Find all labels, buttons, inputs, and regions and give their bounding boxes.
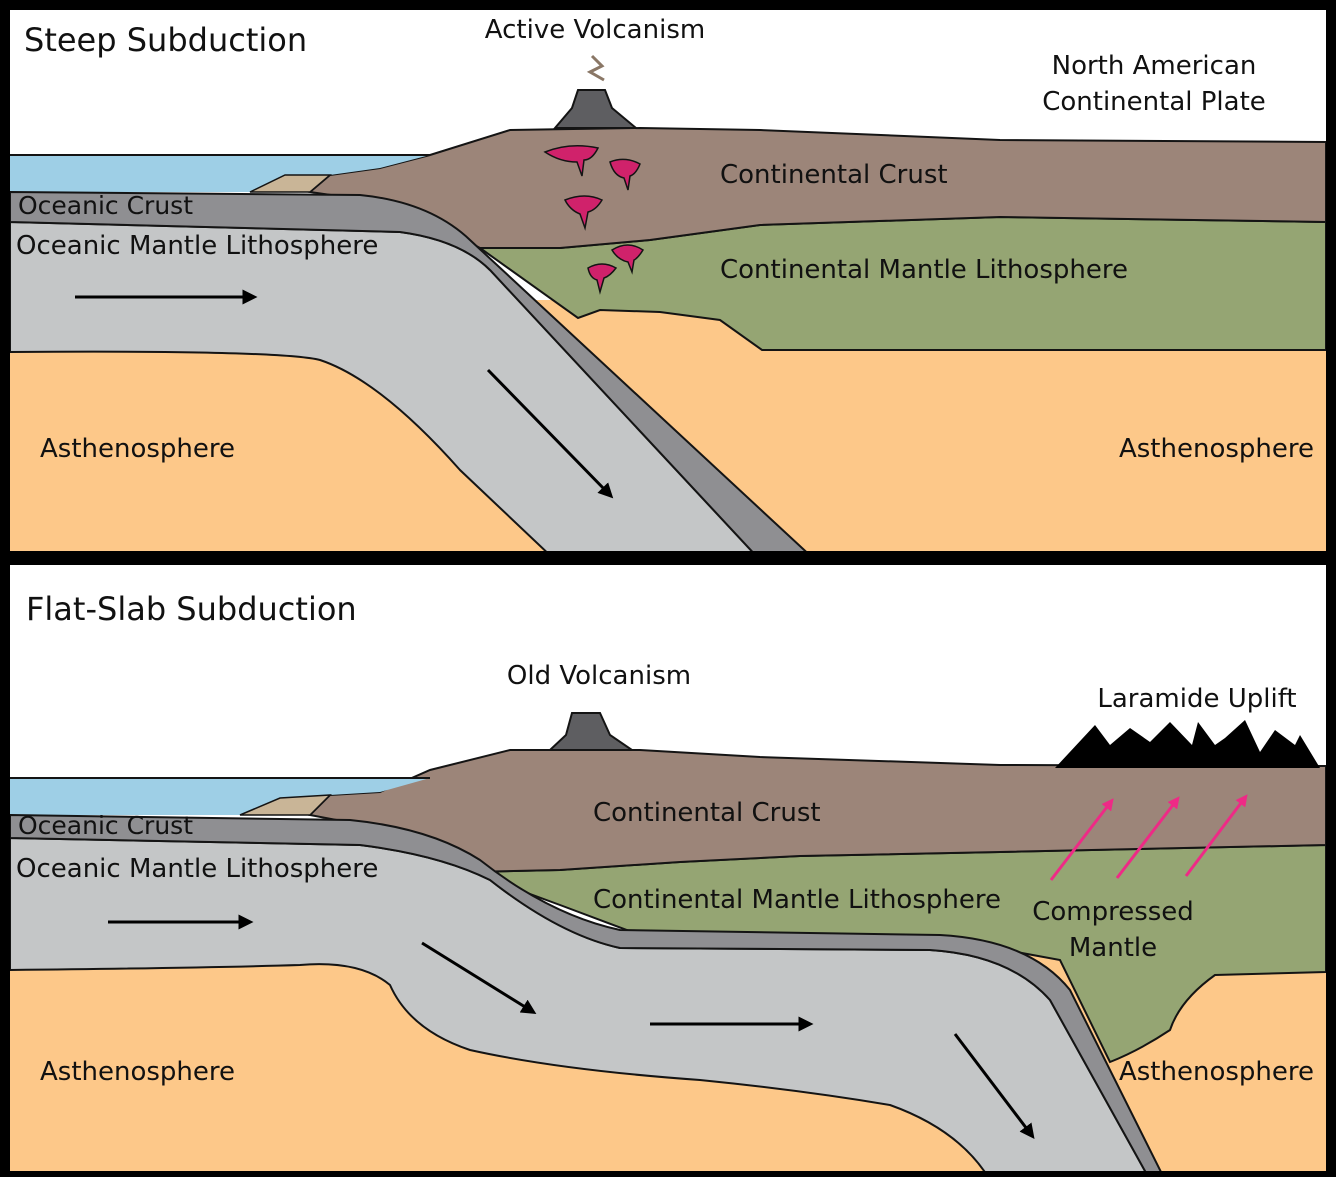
label-continental-crust-bottom: Continental Crust bbox=[593, 798, 821, 828]
label-laramide-uplift: Laramide Uplift bbox=[1097, 684, 1296, 714]
label-active-volcanism: Active Volcanism bbox=[485, 15, 705, 45]
magma-blob-icon bbox=[609, 158, 641, 191]
label-continental-mantle-bottom: Continental Mantle Lithosphere bbox=[593, 885, 1001, 915]
zigzag-eruption-icon bbox=[586, 54, 605, 82]
ocean-bottom bbox=[10, 778, 430, 815]
label-oceanic-mantle-top: Oceanic Mantle Lithosphere bbox=[16, 231, 378, 261]
compression-arrow-icon bbox=[1049, 798, 1114, 881]
label-oceanic-crust-top: Oceanic Crust bbox=[18, 191, 193, 220]
arrow-down-right-icon bbox=[953, 1033, 1035, 1139]
label-oceanic-mantle-bottom: Oceanic Mantle Lithosphere bbox=[16, 854, 378, 884]
label-plate-line2: Continental Plate bbox=[1042, 87, 1266, 117]
label-oceanic-crust-bottom: Oceanic Crust bbox=[18, 811, 193, 840]
compression-arrow-icon bbox=[1184, 794, 1248, 877]
compression-arrow-icon bbox=[1115, 796, 1180, 879]
magma-blob-icon bbox=[543, 145, 600, 177]
magma-blob-icon bbox=[610, 244, 645, 275]
label-asthenosphere-top-right: Asthenosphere bbox=[1119, 434, 1314, 464]
magma-blob-icon bbox=[587, 263, 618, 295]
label-asthenosphere-bottom-right: Asthenosphere bbox=[1119, 1057, 1314, 1087]
arrow-down-right-icon bbox=[486, 368, 614, 499]
magma-blob-icon bbox=[563, 195, 604, 231]
label-asthenosphere-bottom-left: Asthenosphere bbox=[40, 1057, 235, 1087]
shelf-bottom bbox=[239, 794, 332, 816]
label-continental-mantle-top: Continental Mantle Lithosphere bbox=[720, 255, 1128, 285]
label-old-volcanism: Old Volcanism bbox=[507, 661, 691, 691]
label-plate-line1: North American bbox=[1052, 51, 1257, 81]
oceanic-crust-bottom bbox=[10, 813, 1162, 1171]
label-compressed-line2: Mantle bbox=[1069, 933, 1157, 963]
label-compressed-line1: Compressed bbox=[1032, 897, 1194, 927]
magma-group bbox=[543, 145, 645, 295]
panel-title-flat-slab: Flat-Slab Subduction bbox=[26, 590, 357, 628]
arrow-down-right-icon bbox=[421, 941, 537, 1014]
label-continental-crust-top: Continental Crust bbox=[720, 160, 948, 190]
volcano-icon bbox=[552, 89, 639, 129]
shelf-top bbox=[249, 174, 333, 193]
volcano-icon bbox=[547, 712, 636, 751]
continental-mantle-bottom bbox=[469, 843, 1326, 1064]
panel-title-steep: Steep Subduction bbox=[24, 21, 307, 59]
label-asthenosphere-top-left: Asthenosphere bbox=[40, 434, 235, 464]
panel-flat-slab-subduction: Flat-Slab Subduction Old Volcanism Laram… bbox=[10, 565, 1326, 1171]
panel-steep-subduction: Steep Subduction Active Volcanism North … bbox=[10, 10, 1326, 551]
mountain-range-icon bbox=[1055, 720, 1320, 768]
ocean-top bbox=[10, 155, 430, 192]
oceanic-crust-top bbox=[10, 190, 807, 551]
